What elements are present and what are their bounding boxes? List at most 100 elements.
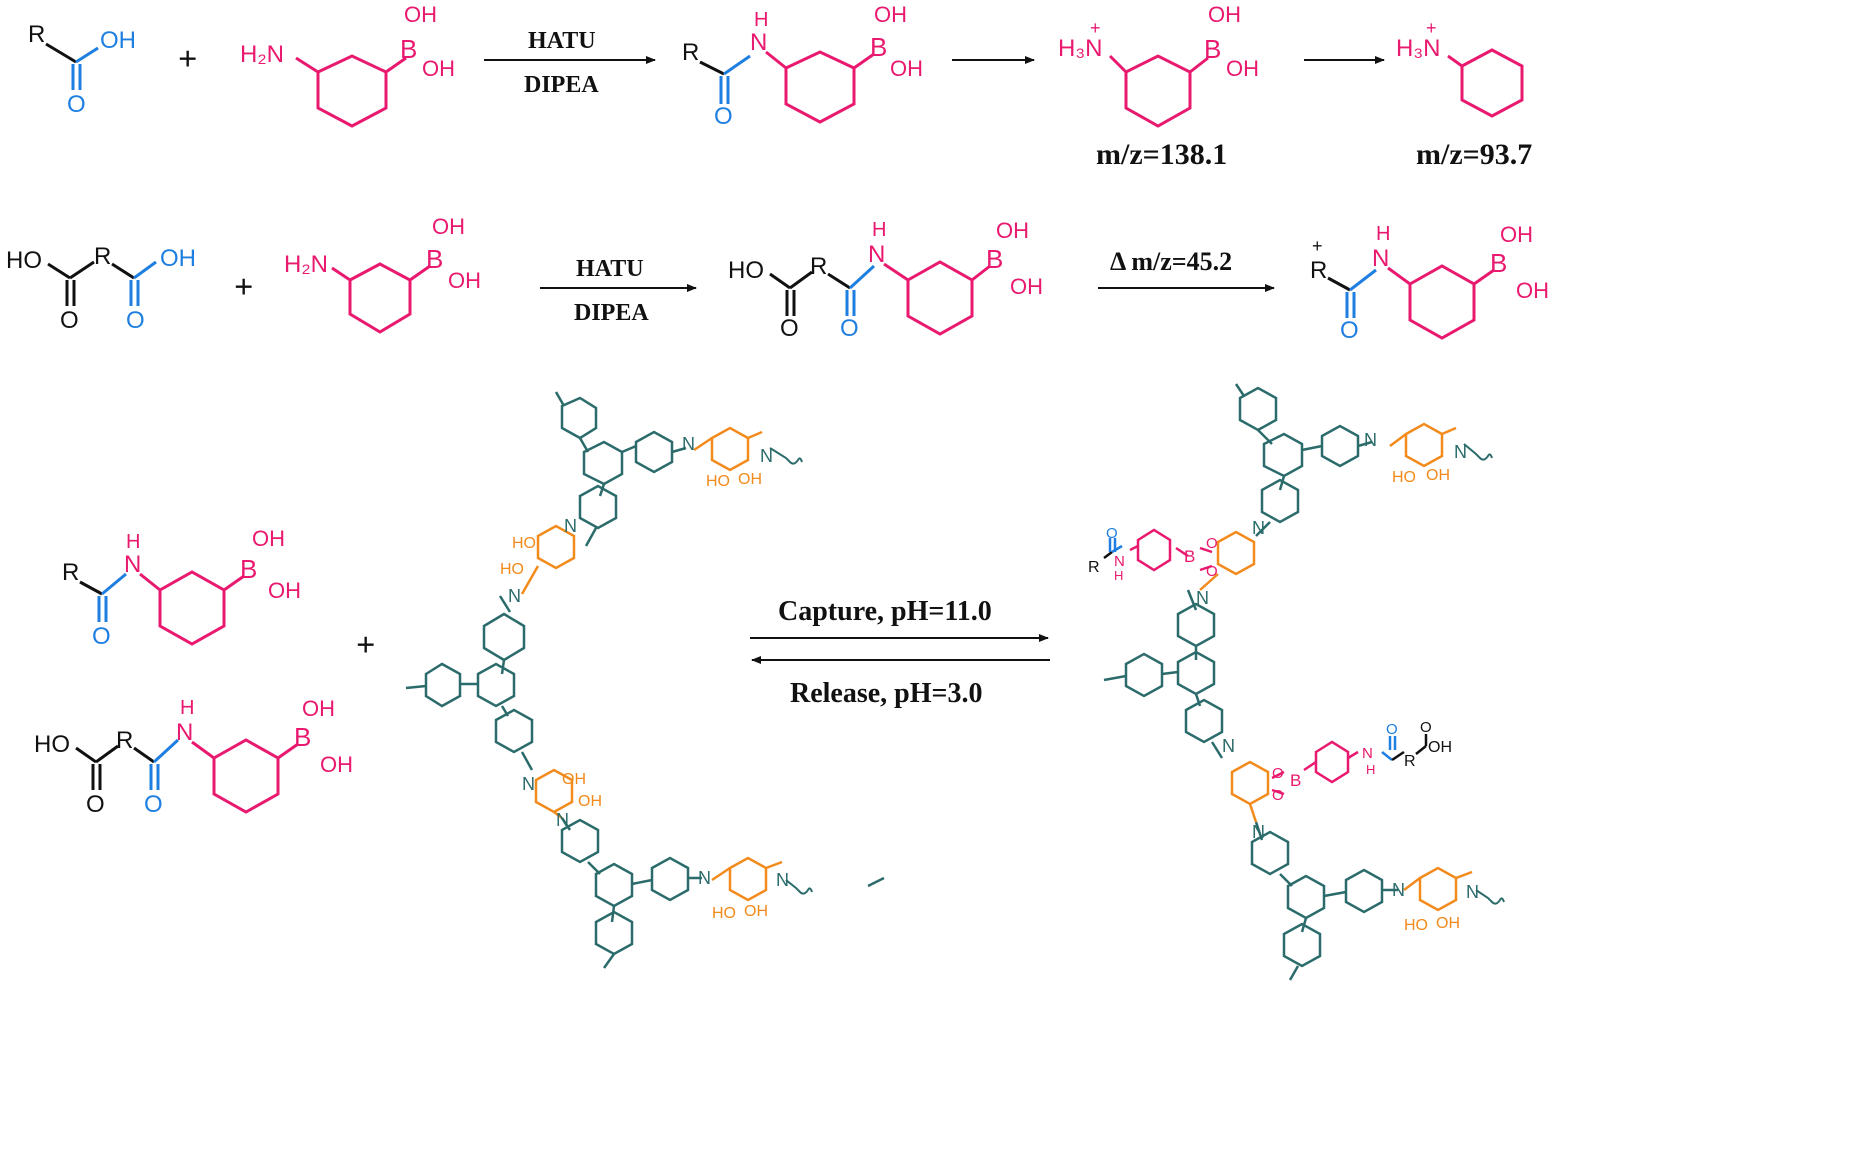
boron-hydroxyl-right-label: OH (268, 578, 301, 603)
phenol-label: HO (706, 473, 730, 490)
boron-hydroxyl-right-label: OH (422, 56, 455, 81)
r-group-label: R (810, 253, 827, 280)
row3-diamide-boronic-acid: HO O R O H N B OH OH (34, 696, 353, 818)
carbonyl-oxygen-label: O (1386, 721, 1398, 738)
boron-hydroxyl-top-label: OH (404, 2, 437, 27)
phenol-label: OH (578, 793, 602, 810)
cof-framework-right-labels: N N HO OH N O O B N H O R N N O O B N H … (1088, 430, 1479, 934)
ammonium-label: H₃N (1396, 35, 1440, 62)
row2-aminophenylboronic-acid: H₂N B OH OH (284, 214, 481, 334)
amide-hydrogen-label: H (180, 697, 194, 719)
plus-sign: + (356, 627, 375, 664)
r-group-label: R (1088, 559, 1100, 576)
row2-dicarboxylic-acid: HO O R OH O (6, 243, 196, 334)
boron-hydroxyl-right-label: OH (890, 56, 923, 81)
reagent-hatu-label: HATU (576, 256, 644, 282)
imine-nitrogen-label: N (1222, 736, 1235, 756)
carbonyl-oxygen-label: O (67, 91, 86, 118)
carbonyl-oxygen-label: O (60, 307, 79, 334)
positive-charge: + (1090, 18, 1101, 38)
phenol-label: HO (1404, 917, 1428, 934)
imine-nitrogen-label: N (564, 516, 577, 536)
row1-carboxylic-acid: R OH O (28, 21, 136, 118)
positive-charge: + (1426, 18, 1437, 38)
imine-nitrogen-label: N (1252, 518, 1265, 538)
row1-aminophenylboronic-acid: H₂N B OH OH (240, 2, 455, 128)
phenol-label: HO (712, 905, 736, 922)
boron-label: B (400, 34, 417, 64)
imine-nitrogen-label: N (1196, 588, 1209, 608)
phenol-label: OH (738, 471, 762, 488)
amide-hydrogen-label: H (1366, 762, 1375, 777)
boron-hydroxyl-top-label: OH (302, 696, 335, 721)
plus-sign: + (234, 269, 253, 306)
boron-hydroxyl-top-label: OH (1208, 2, 1241, 27)
boron-hydroxyl-right-label: OH (1010, 274, 1043, 299)
amide-nitrogen-label: N (868, 241, 885, 268)
carbonyl-oxygen-label: O (144, 791, 163, 818)
cof-framework-left (405, 391, 885, 969)
reagent-hatu-label: HATU (528, 28, 596, 54)
r-group-label: R (1404, 753, 1416, 770)
amine-label: H₂N (240, 41, 284, 68)
imine-nitrogen-label: N (1392, 880, 1405, 900)
imine-nitrogen-label: N (1364, 430, 1377, 450)
row2-coupling-arrow: HATU DIPEA (540, 256, 697, 326)
hydroxyl-label: OH (100, 27, 136, 54)
row1-fragment-138: + H₃N B OH OH m/z=138.1 (1058, 2, 1259, 171)
carbonyl-oxygen-label: O (1106, 525, 1118, 542)
reagent-dipea-label: DIPEA (574, 300, 649, 326)
r-group-label: R (116, 727, 133, 754)
boron-label: B (1184, 547, 1195, 566)
boron-hydroxyl-right-label: OH (1516, 278, 1549, 303)
r-group-label: R (28, 21, 45, 48)
row2-monoamide-product: HO O R O H N B OH OH (728, 218, 1043, 342)
row2-acylium-fragment: + R O H N B OH OH (1310, 222, 1549, 344)
capture-condition-label: Capture, pH=11.0 (778, 596, 992, 627)
reagent-dipea-label: DIPEA (524, 72, 599, 98)
amide-nitrogen-label: N (124, 551, 141, 578)
row1-coupling-arrow: HATU DIPEA (484, 28, 656, 98)
release-condition-label: Release, pH=3.0 (790, 678, 983, 709)
positive-charge: + (1312, 236, 1323, 256)
imine-nitrogen-label: N (556, 810, 569, 830)
imine-nitrogen-label: N (682, 434, 695, 454)
imine-nitrogen-label: N (760, 446, 773, 466)
imine-nitrogen-label: N (776, 870, 789, 890)
amide-nitrogen-label: N (1372, 245, 1389, 272)
boron-label: B (294, 722, 311, 752)
mass-difference-label: Δ m/z=45.2 (1110, 247, 1232, 276)
capture-release-equilibrium: Capture, pH=11.0 Release, pH=3.0 (750, 596, 1050, 709)
plus-sign: + (178, 41, 197, 78)
boron-label: B (240, 554, 257, 584)
imine-nitrogen-label: N (1252, 822, 1265, 842)
boron-hydroxyl-top-label: OH (1500, 222, 1533, 247)
boron-label: B (1204, 34, 1221, 64)
amide-hydrogen-label: H (126, 531, 140, 553)
row3-monoamide-boronic-acid: R O H N B OH OH (62, 526, 301, 650)
row1-amide-product: R O H N B OH OH (682, 2, 923, 130)
carbonyl-oxygen-label: O (714, 103, 733, 130)
amide-hydrogen-label: H (1114, 568, 1123, 583)
amide-nitrogen-label: N (1114, 553, 1125, 570)
phenol-label: HO (500, 561, 524, 578)
ester-oxygen-label: O (1206, 563, 1218, 580)
hydroxyl-label: HO (34, 731, 70, 758)
amide-hydrogen-label: H (754, 9, 768, 31)
carbonyl-oxygen-label: O (840, 315, 859, 342)
boron-hydroxyl-top-label: OH (432, 214, 465, 239)
ester-oxygen-label: O (1206, 535, 1218, 552)
row1-fragment-93: + H₃N m/z=93.7 (1396, 18, 1532, 171)
mass-label-138: m/z=138.1 (1096, 138, 1227, 171)
hydroxyl-label: HO (728, 257, 764, 284)
carbonyl-oxygen-label: O (92, 623, 111, 650)
hydroxyl-label: OH (160, 245, 196, 272)
ester-oxygen-label: O (1272, 787, 1284, 804)
ammonium-label: H₃N (1058, 35, 1102, 62)
imine-nitrogen-label: N (1454, 442, 1467, 462)
boron-hydroxyl-right-label: OH (320, 752, 353, 777)
imine-nitrogen-label: N (522, 774, 535, 794)
boron-hydroxyl-top-label: OH (874, 2, 907, 27)
amine-label: H₂N (284, 251, 328, 278)
